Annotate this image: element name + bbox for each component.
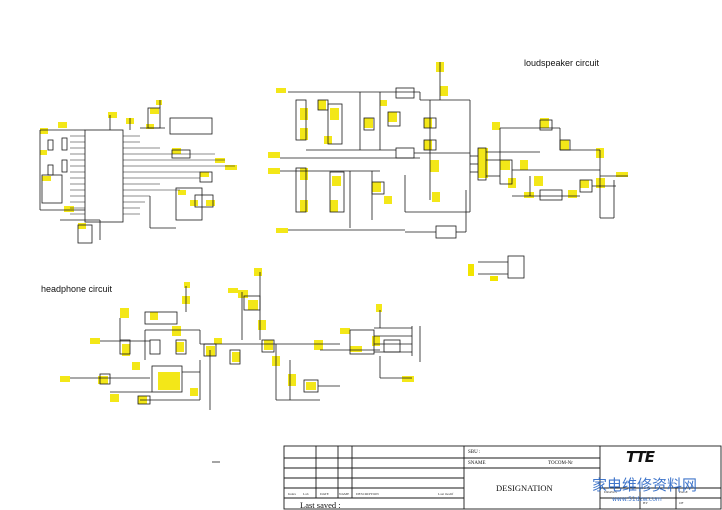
loudspeaker-circuit-heading: loudspeaker circuit (524, 58, 600, 68)
designation-label: DESIGNATION (496, 483, 553, 493)
tte-logo: TTE (626, 448, 655, 466)
col-name: NAME (339, 492, 350, 496)
page-label: PAGE (679, 490, 688, 494)
title-block-frame (283, 445, 722, 510)
last-saved-label: Last saved : (300, 500, 341, 510)
sname-value: TOCOM-Nr (548, 461, 573, 466)
ic-block-left (39, 100, 237, 244)
loudspeaker-circuit (268, 62, 628, 281)
col-index: Index (288, 492, 296, 496)
headphone-circuit (60, 268, 421, 463)
site-watermark-url: www.51dzw.com (612, 496, 662, 503)
headphone-circuit-heading: headphone circuit (41, 284, 113, 294)
drawn-label: DRAWN (604, 490, 617, 494)
col-description: DESCRIPTION (356, 492, 379, 496)
of-label: OF (679, 501, 684, 505)
col-date: DATE (320, 492, 329, 496)
sbu-label: SBU : (468, 450, 481, 455)
sname-label: SNAME (468, 461, 486, 466)
site-watermark-text: 家电维修资料网 (592, 476, 698, 494)
col-lab: Lab (303, 492, 309, 496)
col-last-modif: Last modif (438, 492, 454, 496)
by-label: BY (643, 501, 648, 505)
